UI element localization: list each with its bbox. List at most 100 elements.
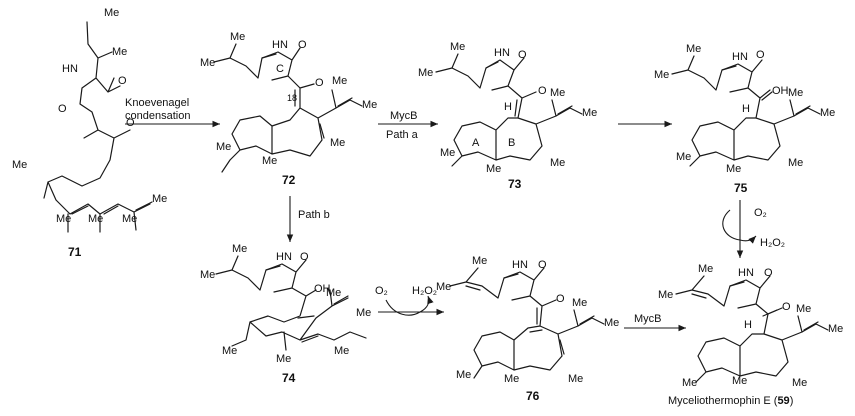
atom-h-75: H bbox=[742, 103, 750, 115]
atom-hn-74: HN bbox=[276, 251, 292, 263]
atom-me-76-b: Me bbox=[436, 281, 451, 293]
atom-o-75-lactam: O bbox=[756, 49, 765, 61]
atom-me-74-c: Me bbox=[326, 287, 341, 299]
curved-arrow-o2-75 bbox=[722, 209, 757, 244]
atom-me-73-a: Me bbox=[450, 41, 465, 53]
atom-me-74-e: Me bbox=[334, 345, 349, 357]
atom-me-75-c: Me bbox=[788, 87, 803, 99]
atom-me-76-g: Me bbox=[504, 373, 519, 385]
ring-b-label: B bbox=[508, 137, 515, 149]
atom-me-76-a: Me bbox=[472, 255, 487, 267]
atom-me-71-top: Me bbox=[104, 7, 119, 19]
atom-me-74-g: Me bbox=[276, 353, 291, 365]
atom-o-73-ketone: O bbox=[538, 85, 547, 97]
atom-me-73-b: Me bbox=[418, 67, 433, 79]
atom-o-59-lactam: O bbox=[764, 267, 773, 279]
reagent-h2o2-74: H₂O₂ bbox=[412, 285, 437, 297]
atom-me-72-a: Me bbox=[230, 31, 245, 43]
compound-label-74: 74 bbox=[282, 371, 296, 385]
atom-me-59-b: Me bbox=[658, 289, 673, 301]
compound-74-structure: Me Me HN O OH Me Me Me Me Me bbox=[200, 243, 371, 365]
atom-me-73-f: Me bbox=[440, 147, 455, 159]
reagent-knoevenagel: Knoevenagel bbox=[125, 97, 189, 109]
atom-me-75-a: Me bbox=[686, 43, 701, 55]
atom-me-71-c: Me bbox=[122, 213, 137, 225]
curved-arrow-o2-74 bbox=[385, 295, 434, 316]
ring-c-label: C bbox=[276, 63, 284, 75]
atom-me-72-b: Me bbox=[200, 57, 215, 69]
atom-me-74-a: Me bbox=[232, 243, 247, 255]
atom-me-59-a: Me bbox=[698, 263, 713, 275]
atom-me-71-isobutyl: Me bbox=[112, 46, 127, 58]
atom-hn-75: HN bbox=[732, 51, 748, 63]
atom-o-72-ketone: O bbox=[315, 77, 324, 89]
reagent-mycb-a: MycB bbox=[390, 110, 418, 122]
atom-me-72-e: Me bbox=[330, 137, 345, 149]
compound-label-76: 76 bbox=[526, 389, 540, 403]
compound-label-72: 72 bbox=[282, 173, 296, 187]
atom-o-72-lactam: O bbox=[298, 39, 307, 51]
atom-o-59-ketone: O bbox=[782, 301, 791, 313]
atom-me-59-e: Me bbox=[792, 377, 807, 389]
compound-label-59: Myceliothermophin E (59) bbox=[668, 395, 793, 407]
atom-me-75-e: Me bbox=[788, 157, 803, 169]
atom-o-71-ketone: O bbox=[126, 117, 135, 129]
compound-73-structure: Me Me HN O O H A B Me Me Me Me Me bbox=[418, 41, 597, 175]
atom-me-73-g: Me bbox=[486, 163, 501, 175]
compound-label-73: 73 bbox=[508, 177, 522, 191]
reagent-h2o2-75: H₂O₂ bbox=[760, 237, 785, 249]
atom-me-76-e: Me bbox=[568, 373, 583, 385]
reagent-path-a: Path a bbox=[386, 129, 419, 141]
atom-o-71-amide: O bbox=[58, 103, 67, 115]
atom-me-76-d: Me bbox=[604, 317, 619, 329]
atom-h-59: H bbox=[744, 319, 752, 331]
compound-59-structure: Me Me HN O O H Me Me Me Me Me bbox=[658, 263, 843, 389]
atom-o-76-lactam: O bbox=[538, 259, 547, 271]
atom-me-59-f: Me bbox=[682, 377, 697, 389]
atom-hn-72: HN bbox=[272, 39, 288, 51]
atom-h-73: H bbox=[504, 101, 512, 113]
atom-hn-59: HN bbox=[738, 267, 754, 279]
atom-me-73-c: Me bbox=[550, 87, 565, 99]
atom-o-76-ketone: O bbox=[556, 293, 565, 305]
atom-me-72-c: Me bbox=[332, 75, 347, 87]
atom-me-73-e: Me bbox=[550, 157, 565, 169]
atom-me-59-d: Me bbox=[828, 323, 843, 335]
atom-o-74-lactam: O bbox=[300, 251, 309, 263]
atom-hn-73: HN bbox=[494, 47, 510, 59]
atom-me-75-b: Me bbox=[654, 69, 669, 81]
atom-me-76-f: Me bbox=[456, 369, 471, 381]
atom-oh-75: OH bbox=[772, 85, 789, 97]
reagent-mycb-76: MycB bbox=[634, 313, 662, 325]
atom-me-72-f: Me bbox=[216, 141, 231, 153]
atom-c18-label: 18 bbox=[287, 93, 297, 103]
ring-a-label: A bbox=[472, 137, 480, 149]
atom-o-71-aldehyde: O bbox=[118, 75, 127, 87]
compound-76-structure: Me Me HN O O Me Me Me Me Me bbox=[436, 255, 619, 385]
atom-me-59-g: Me bbox=[732, 375, 747, 387]
atom-me-74-d: Me bbox=[356, 307, 371, 319]
atom-me-75-g: Me bbox=[726, 163, 741, 175]
reagent-condensation: condensation bbox=[125, 110, 190, 122]
atom-me-76-c: Me bbox=[572, 297, 587, 309]
compound-72-structure: Me Me HN O C O 18 Me Me Me Me Me bbox=[200, 31, 377, 173]
atom-me-72-g: Me bbox=[262, 155, 277, 167]
atom-hn-76: HN bbox=[512, 259, 528, 271]
atom-me-59-c: Me bbox=[796, 303, 811, 315]
atom-me-75-d: Me bbox=[820, 107, 835, 119]
reagent-o2-75: O₂ bbox=[754, 207, 767, 219]
compound-label-71: 71 bbox=[68, 245, 82, 259]
atom-me-72-d: Me bbox=[362, 99, 377, 111]
atom-me-71-chain: Me bbox=[12, 159, 27, 171]
atom-me-71-b: Me bbox=[88, 213, 103, 225]
atom-me-73-d: Me bbox=[582, 107, 597, 119]
atom-me-75-f: Me bbox=[676, 151, 691, 163]
atom-me-74-b: Me bbox=[200, 269, 215, 281]
atom-hn-71: HN bbox=[62, 63, 78, 75]
compound-label-75: 75 bbox=[734, 181, 748, 195]
atom-oh-74: OH bbox=[314, 283, 331, 295]
atom-me-74-f: Me bbox=[222, 345, 237, 357]
reagent-path-b: Path b bbox=[298, 209, 330, 221]
reagent-o2-74: O₂ bbox=[375, 285, 388, 297]
